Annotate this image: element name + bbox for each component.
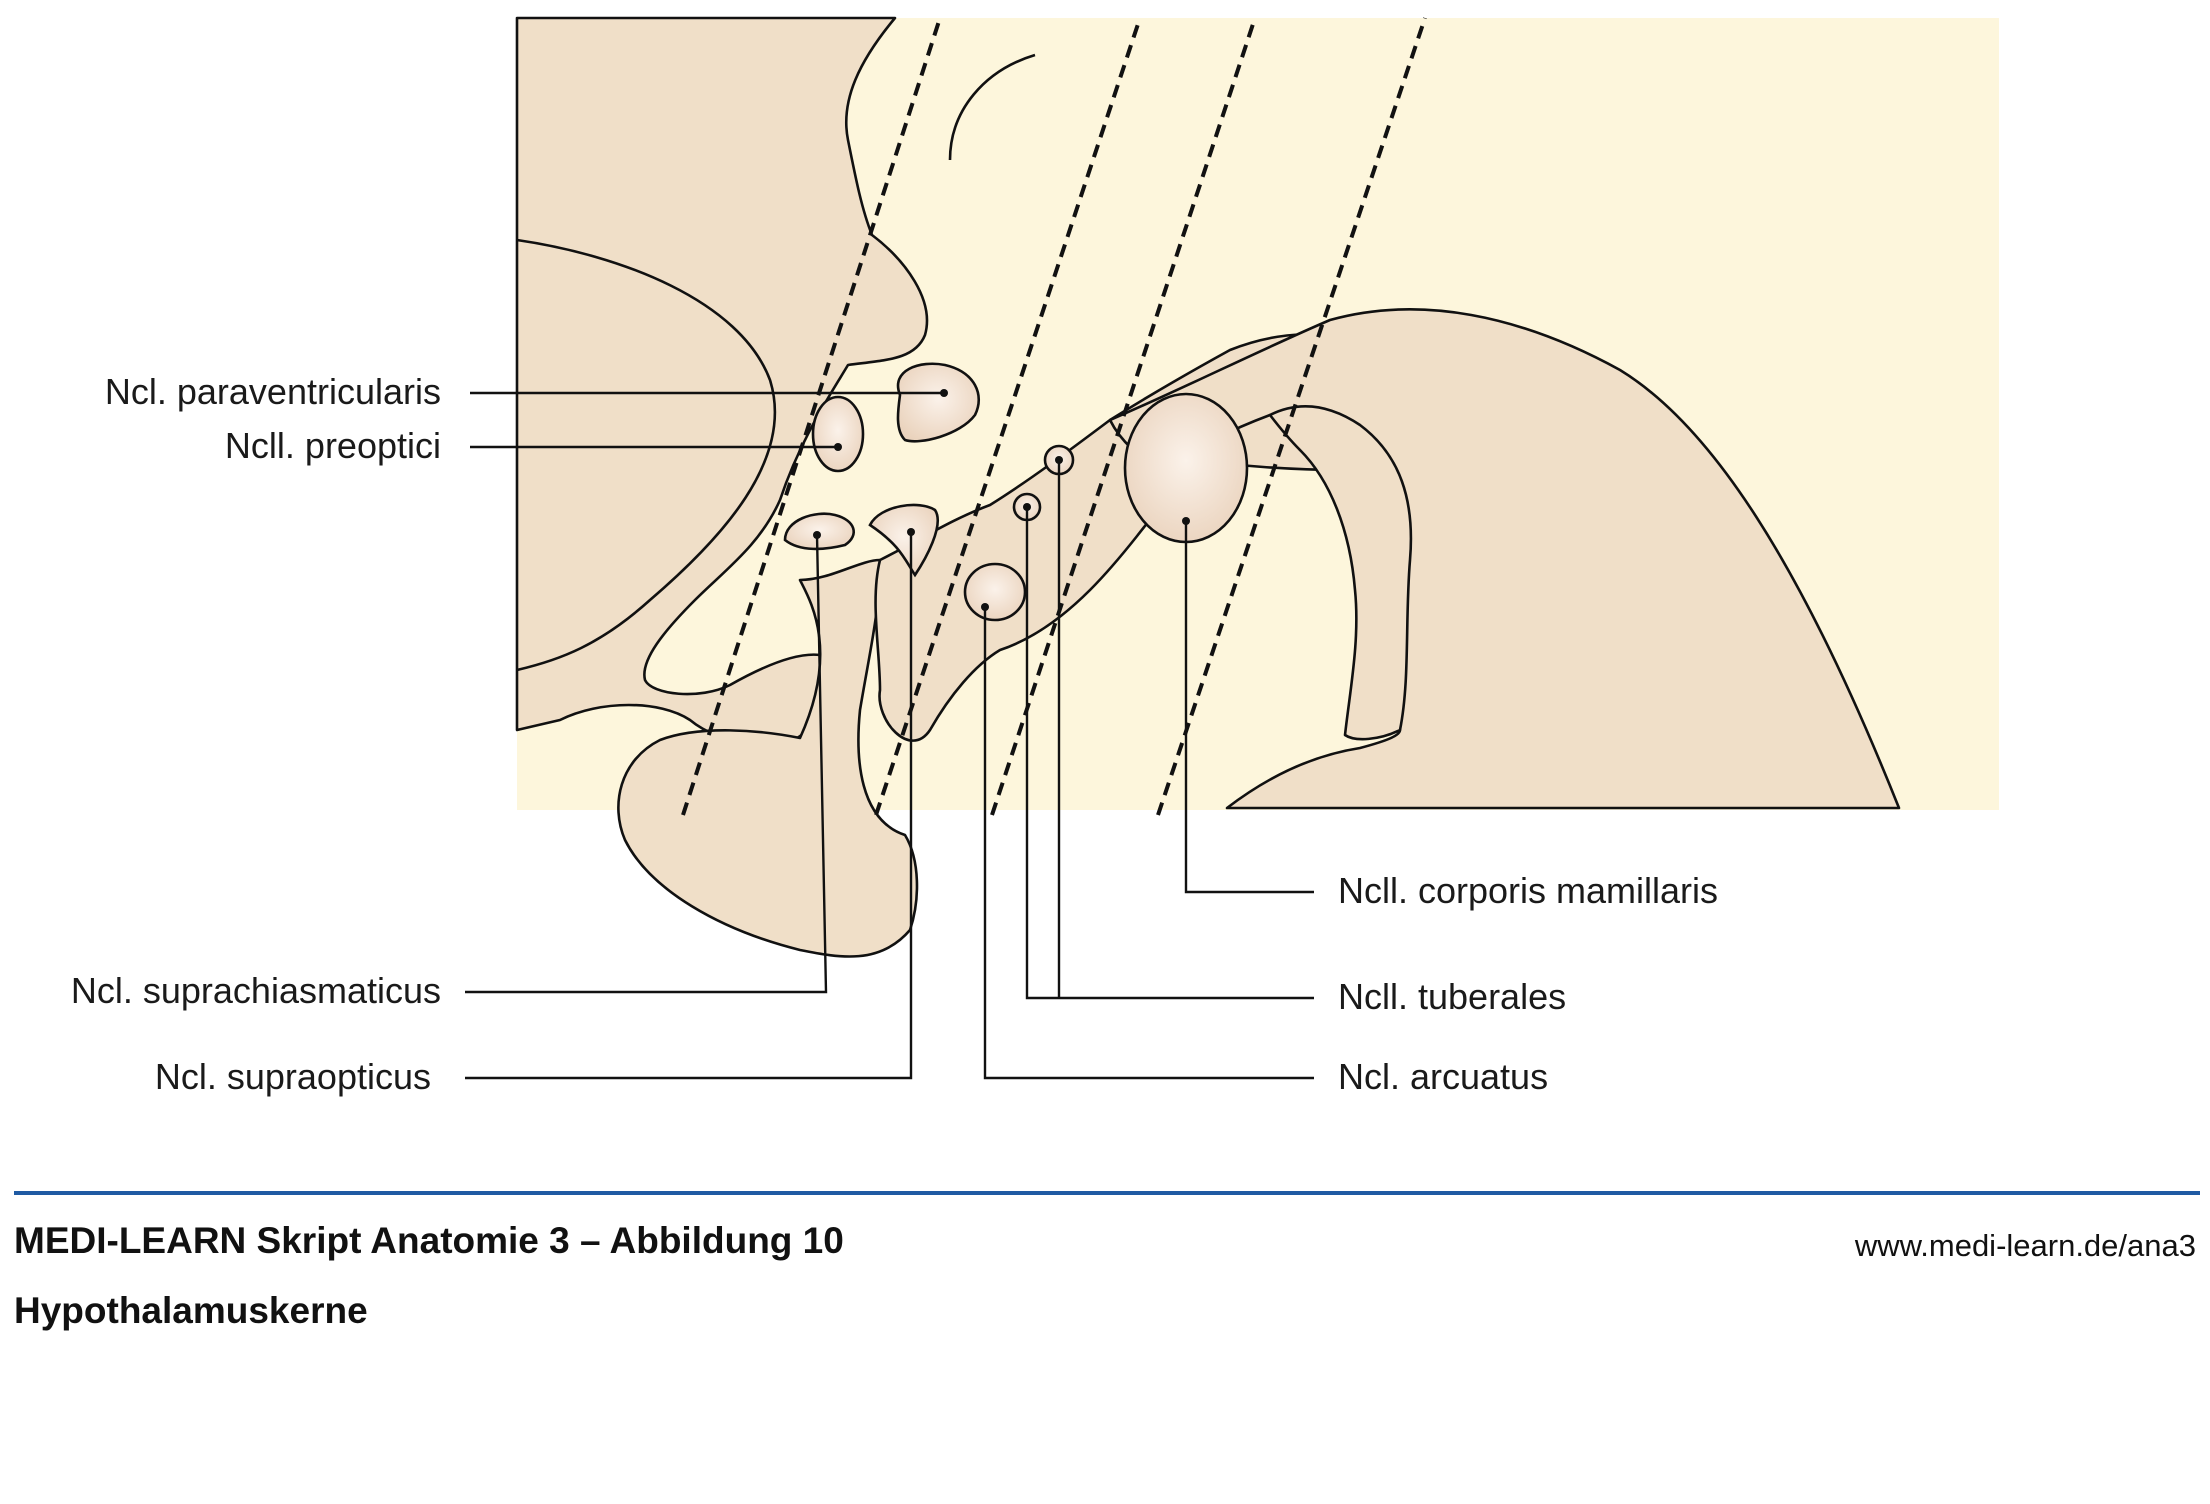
dashed-line-3 <box>990 17 1257 816</box>
footer-divider <box>14 1191 2200 1195</box>
dot-tuberales-2 <box>1055 456 1063 464</box>
footer-subtitle: Hypothalamuskerne <box>14 1290 368 1331</box>
paraventricular-nucleus <box>896 362 981 443</box>
leader-dots <box>813 389 1190 611</box>
mamillary-pocket <box>1268 405 1413 741</box>
nuclei <box>783 362 1249 622</box>
dot-preoptici <box>834 443 842 451</box>
leader-lines <box>465 391 1314 1080</box>
suprachiasmatic-nucleus <box>783 512 855 551</box>
preoptic-nucleus <box>811 395 865 473</box>
leader-suprachiasmaticus <box>465 534 828 994</box>
dot-paraventricularis <box>940 389 948 397</box>
footer-title: MEDI-LEARN Skript Anatomie 3 – Abbildung… <box>14 1220 844 1261</box>
contour-lines <box>516 53 1036 672</box>
dot-arcuatus <box>981 603 989 611</box>
dot-supraopticus <box>907 528 915 536</box>
label-corporis-mamillaris: Ncll. corporis mamillaris <box>1338 870 1718 911</box>
label-preoptici: Ncll. preoptici <box>225 425 441 466</box>
upper-curve-contour <box>948 53 1036 161</box>
dashed-guides <box>681 17 1427 816</box>
arcuate-nucleus <box>963 562 1027 622</box>
dashed-line-2 <box>874 17 1142 816</box>
label-suprachiasmaticus: Ncl. suprachiasmaticus <box>71 970 441 1011</box>
supraoptic-nucleus <box>868 503 939 578</box>
label-tuberales: Ncll. tuberales <box>1338 976 1566 1017</box>
tissue-regions <box>515 16 1901 958</box>
dashed-line-1 <box>681 17 942 816</box>
label-arcuatus: Ncl. arcuatus <box>1338 1056 1548 1097</box>
dot-tuberales-1 <box>1023 503 1031 511</box>
leader-mamillaris <box>1184 521 1314 894</box>
footer-url[interactable]: www.medi-learn.de/ana3 <box>1854 1228 2196 1263</box>
label-supraopticus: Ncl. supraopticus <box>155 1056 431 1097</box>
leader-arcuatus <box>983 607 1314 1080</box>
dashed-line-4 <box>1156 17 1427 816</box>
leader-supraopticus <box>465 532 913 1080</box>
label-paraventricularis: Ncl. paraventricularis <box>105 371 441 412</box>
dot-suprachiasmaticus <box>813 531 821 539</box>
leader-tuberales-1 <box>1025 507 1314 1000</box>
dot-mamillaris <box>1182 517 1190 525</box>
left-arc-contour <box>516 238 777 672</box>
